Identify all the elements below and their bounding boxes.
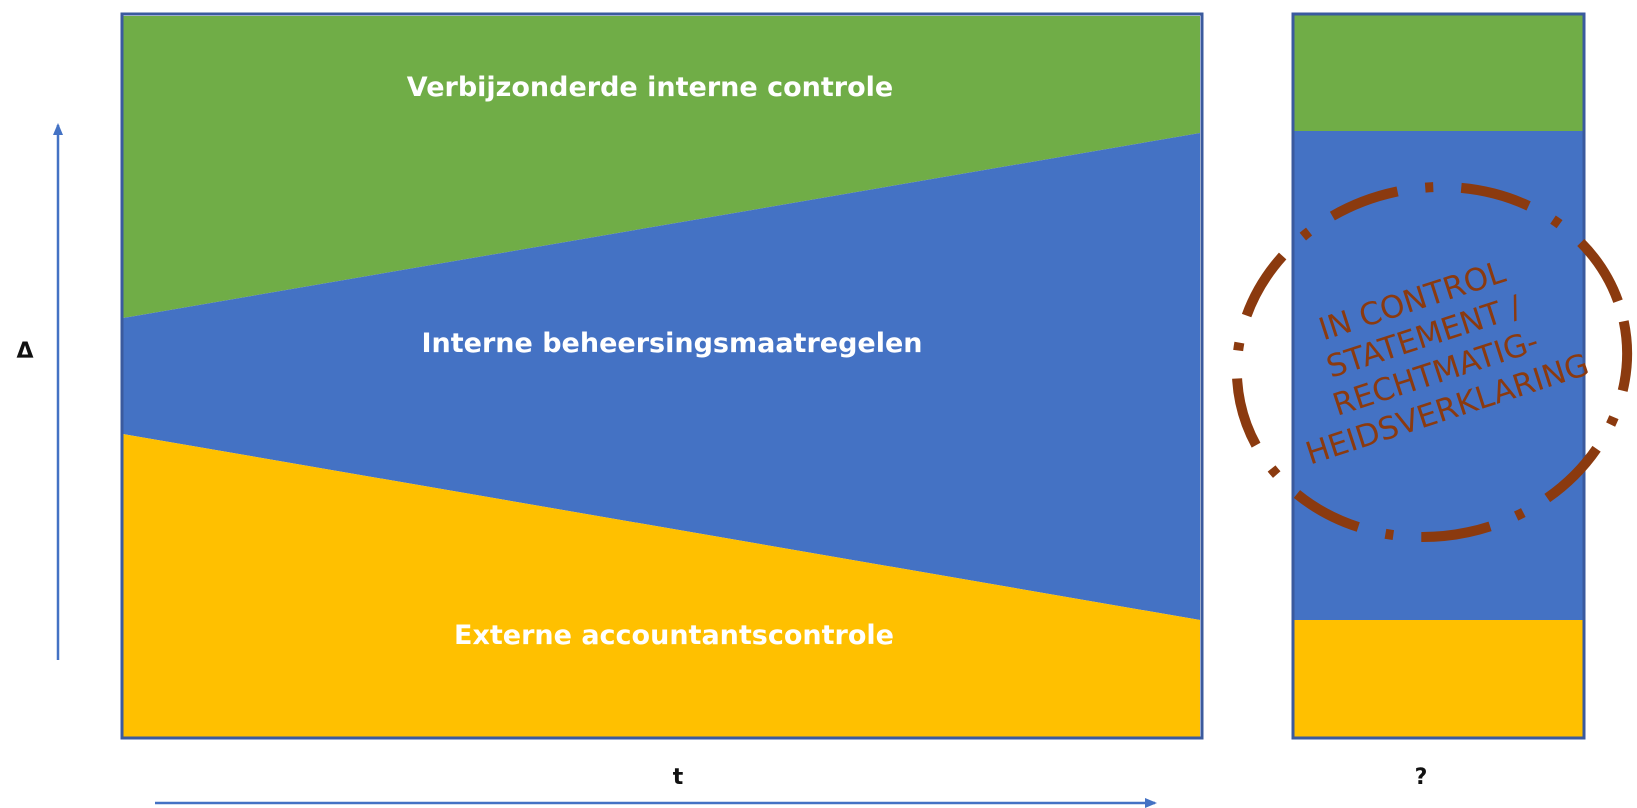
label-verbijzonderde-interne-controle: Verbijzonderde interne controle [407,72,893,103]
main-diagram-border [120,12,1204,740]
label-externe-accountantscontrole: Externe accountantscontrole [454,620,894,651]
side-column-border [1291,12,1586,740]
side-yellow [1294,620,1583,737]
stamp-ring [1231,181,1633,543]
side-green [1294,15,1583,131]
y-axis-label: Δ [16,339,33,364]
label-interne-beheersingsmaatregelen: Interne beheersingsmaatregelen [421,328,922,359]
side-column-question-label: ? [1415,765,1428,790]
side-column [1291,12,1586,740]
main-diagram: Verbijzonderde interne controle Interne … [120,12,1204,740]
region-blue [123,133,1200,620]
region-green [123,16,1200,318]
x-axis-label: t [673,765,684,790]
region-yellow [123,434,1200,737]
